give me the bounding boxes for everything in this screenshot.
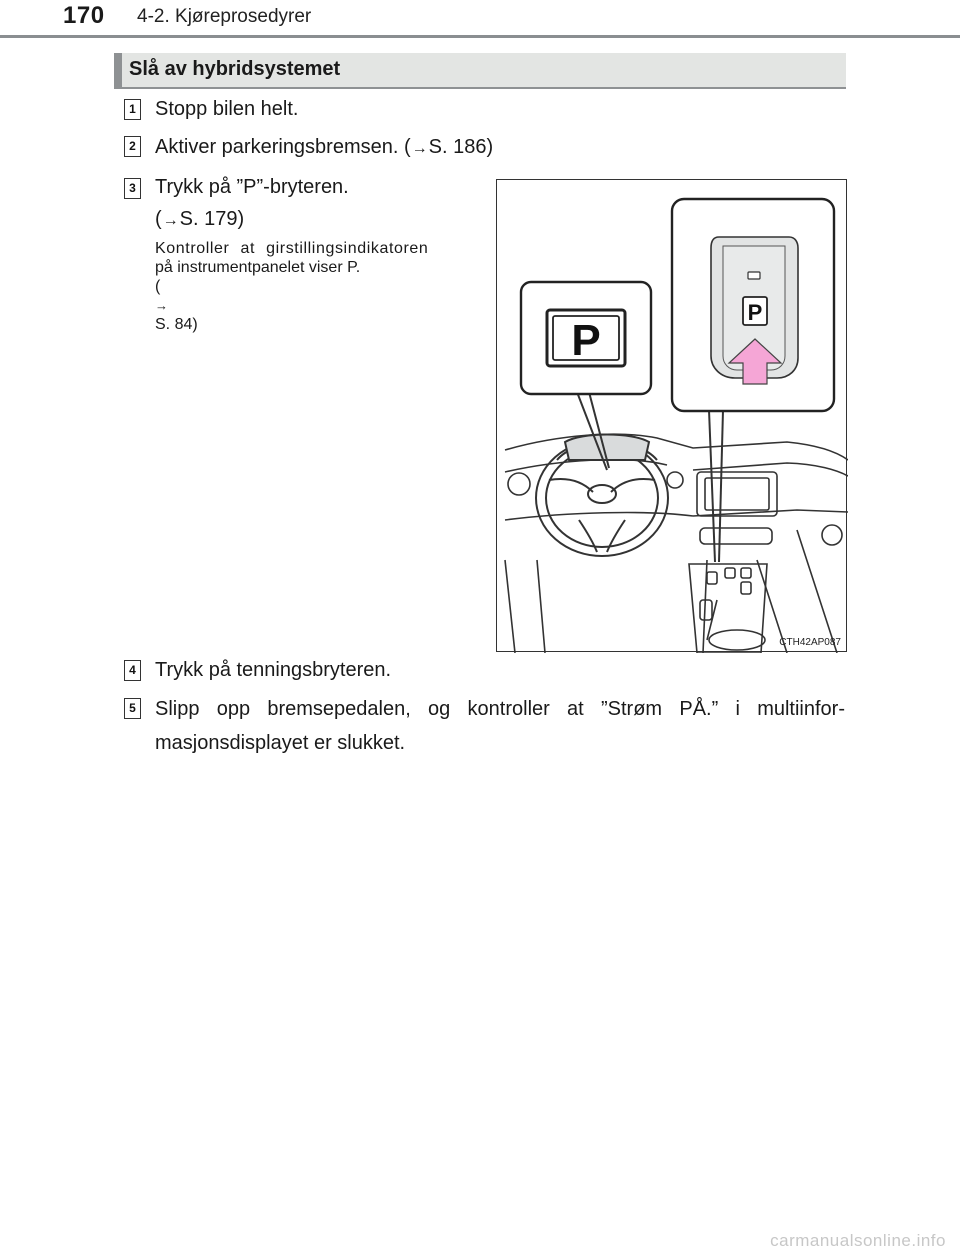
- note-text: Kontroller at girstillingsindikatoren på…: [155, 239, 477, 334]
- gear-indicator-callout: P: [519, 280, 653, 471]
- dashboard-illustration: P P CTH42AP087: [496, 179, 848, 653]
- dashboard-lines: [504, 433, 848, 653]
- dashboard-drawing: P P: [504, 197, 848, 653]
- step-2-text-start: Aktiver parkeringsbremsen. (: [155, 136, 411, 158]
- step-3-page-ref: S. 179): [179, 208, 245, 230]
- step-number-4: 4: [124, 660, 141, 681]
- note-line1: Kontroller at girstillingsindikatoren: [155, 240, 429, 257]
- heading-bar: [114, 53, 122, 87]
- indicator-letter: P: [571, 316, 600, 365]
- step-text-1: Stopp bilen helt.: [155, 98, 299, 120]
- step-text-2: Aktiver parkeringsbremsen. (→S. 186): [155, 131, 493, 165]
- figure-code: CTH42AP087: [779, 637, 841, 648]
- chapter-title: 4-2. Kjøreprosedyrer: [137, 6, 312, 27]
- step-text-4: Trykk på tenningsbryteren.: [155, 659, 392, 681]
- arrow-right-icon: →: [155, 298, 168, 313]
- switch-letter: P: [748, 300, 763, 325]
- note-page-ref: S. 84): [155, 316, 198, 333]
- step-number-1: 1: [124, 99, 141, 120]
- note-line3: ( → S. 84): [155, 277, 477, 334]
- arrow-right-icon: →: [162, 212, 179, 229]
- step-text-5: Slipp opp bremsepedalen, og kontroller a…: [155, 698, 845, 754]
- steering-wheel: [535, 433, 669, 557]
- step-number-2: 2: [124, 136, 141, 157]
- arrow-right-icon: →: [411, 140, 428, 157]
- page-number: 170: [63, 2, 105, 29]
- step-3-line2: (→S. 179): [155, 203, 349, 237]
- step-number-5: 5: [124, 698, 141, 719]
- section-title: Slå av hybridsystemet: [129, 58, 341, 80]
- watermark: carmanualsonline.info: [770, 1231, 946, 1250]
- header-rule: [0, 35, 960, 38]
- section-heading: Slå av hybridsystemet: [114, 53, 846, 89]
- note-line2: på instrumentpanelet viser P.: [155, 259, 361, 276]
- step-3-paren: (: [155, 208, 162, 230]
- step-2-page-ref: S. 186): [428, 136, 494, 158]
- note-paren: (: [155, 278, 161, 295]
- park-switch-callout: P: [670, 197, 836, 563]
- step-3-line1: Trykk på ”P”-bryteren.: [155, 176, 349, 198]
- step-text-3: Trykk på ”P”-bryteren. (→S. 179): [155, 171, 349, 237]
- step-number-3: 3: [124, 178, 141, 199]
- press-arrow-icon: [727, 338, 783, 385]
